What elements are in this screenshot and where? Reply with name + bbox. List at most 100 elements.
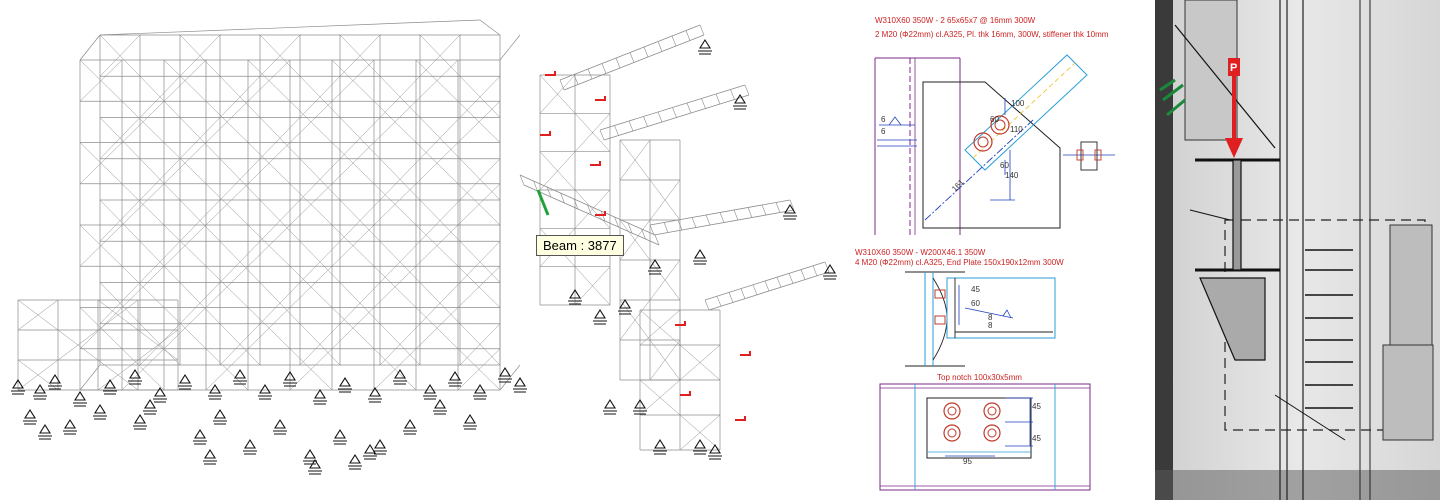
main-frame-front-brace bbox=[163, 224, 207, 267]
dim-60b: 60 bbox=[1000, 161, 1009, 170]
main-frame-back-brace bbox=[339, 34, 381, 77]
left-wing-brace bbox=[97, 359, 139, 391]
pinned-support-icon bbox=[693, 438, 707, 455]
conveyor-2-web bbox=[628, 120, 634, 132]
main-frame-back-brace bbox=[299, 241, 341, 283]
conveyor-2-web bbox=[715, 93, 721, 105]
sketch-photo-drawing: P bbox=[1155, 0, 1440, 500]
conveyor-4-web bbox=[704, 299, 710, 311]
main-frame-back-brace bbox=[459, 158, 501, 201]
conveyor-link-web bbox=[654, 234, 660, 246]
conveyor-3-web bbox=[691, 217, 697, 228]
top-notch-detail: 45 45 95 bbox=[879, 383, 1091, 491]
main-frame-front-brace bbox=[121, 183, 165, 226]
pinned-support-icon bbox=[823, 263, 837, 280]
connection1-spec-line1: W310X60 350W - 2 65x65x7 @ 16mm 300W bbox=[875, 16, 1036, 25]
main-frame-front-brace bbox=[205, 101, 249, 143]
tower-c-brace bbox=[679, 414, 721, 451]
pinned-support-icon bbox=[133, 413, 147, 430]
main-frame-front-brace bbox=[457, 101, 501, 143]
pinned-support-icon bbox=[423, 383, 437, 400]
main-frame-back-brace bbox=[99, 117, 141, 159]
conveyor-2-web bbox=[686, 102, 692, 114]
release-marker-icon bbox=[595, 211, 606, 216]
pinned-support-icon bbox=[783, 203, 797, 220]
connection-drawings: W310X60 350W - 2 65x65x7 @ 16mm 300W 2 M… bbox=[855, 16, 1115, 491]
pinned-support-icon bbox=[433, 398, 447, 415]
pinned-support-icon bbox=[603, 398, 617, 415]
conveyor-link-web bbox=[614, 216, 619, 228]
conveyor-4-web bbox=[764, 280, 770, 292]
main-frame-back-brace bbox=[339, 117, 381, 159]
main-frame-back-brace bbox=[139, 158, 181, 201]
main-frame-back-brace bbox=[219, 76, 261, 118]
pinned-support-icon bbox=[348, 453, 362, 470]
end-plate-connection-detail: 45 60 8 8 bbox=[905, 271, 1056, 367]
conveyor-3-web bbox=[747, 207, 753, 218]
main-frame-front-brace bbox=[289, 101, 333, 143]
conveyor-1-web bbox=[629, 52, 635, 63]
main-frame-back-brace bbox=[299, 158, 341, 201]
pinned-support-icon bbox=[153, 386, 167, 403]
pinned-support-icon bbox=[38, 423, 52, 440]
conveyor-3-web bbox=[677, 219, 683, 231]
tower-a-brace bbox=[574, 113, 611, 152]
conveyor-1-web bbox=[671, 35, 677, 47]
pinned-support-icon bbox=[193, 428, 207, 445]
load-label: P bbox=[1230, 62, 1237, 74]
pinned-support-icon bbox=[273, 418, 287, 435]
main-frame-back-brace bbox=[219, 158, 261, 201]
conveyor-1-web bbox=[685, 30, 691, 41]
main-frame-front-brace bbox=[247, 142, 291, 184]
pinned-support-icon bbox=[363, 443, 377, 460]
conveyor-1-web bbox=[643, 46, 649, 58]
release-marker-icon bbox=[595, 96, 606, 101]
release-marker-icon bbox=[680, 391, 691, 396]
main-frame-back-brace bbox=[99, 282, 141, 324]
pinned-support-icon bbox=[11, 378, 25, 395]
pinned-support-icon bbox=[93, 403, 107, 420]
main-frame-front-brace bbox=[247, 224, 291, 267]
conveyor-4-web bbox=[788, 273, 794, 284]
pinned-support-icon bbox=[373, 438, 387, 455]
conveyor-2-web bbox=[614, 125, 619, 136]
conveyor-4-web bbox=[824, 261, 830, 273]
left-wing-brace bbox=[17, 359, 59, 391]
structural-model-view[interactable]: Beam : 3877 bbox=[0, 0, 855, 500]
pinned-support-icon bbox=[708, 443, 722, 460]
conveyor-4-web bbox=[728, 292, 734, 303]
pinned-support-icon bbox=[568, 288, 582, 305]
main-frame-back-brace bbox=[179, 282, 221, 324]
main-frame-front-brace bbox=[121, 266, 165, 308]
release-marker-icon bbox=[545, 71, 556, 76]
wireframe-model[interactable] bbox=[0, 0, 855, 500]
main-frame-front-brace bbox=[247, 59, 291, 102]
pinned-support-icon bbox=[593, 308, 607, 325]
pinned-support-icon bbox=[513, 376, 527, 393]
main-frame-back-brace bbox=[459, 76, 501, 118]
main-frame-back-brace bbox=[219, 241, 261, 283]
tower-b-brace bbox=[619, 219, 651, 261]
pinned-support-icon bbox=[143, 398, 157, 415]
main-frame-front-brace bbox=[289, 183, 333, 226]
pinned-support-icon bbox=[498, 366, 512, 383]
conveyor-link-web bbox=[519, 174, 525, 186]
main-frame-front-brace bbox=[163, 142, 207, 184]
main-frame-back-brace bbox=[419, 117, 461, 159]
conveyor-1-web bbox=[699, 24, 705, 36]
conveyor-link-web bbox=[533, 180, 538, 192]
main-frame-back-brace bbox=[179, 199, 221, 242]
main-frame-back-brace bbox=[379, 323, 421, 366]
conveyor-2-web bbox=[643, 116, 648, 127]
conveyor-3-web bbox=[733, 209, 739, 221]
conveyor-2-web bbox=[672, 107, 677, 118]
main-frame-back-brace bbox=[459, 241, 501, 283]
main-frame-front-brace bbox=[373, 183, 417, 226]
main-frame-front-brace bbox=[79, 307, 123, 349]
conveyor-3-web bbox=[705, 214, 711, 226]
main-frame-front-brace bbox=[331, 224, 375, 267]
pinned-support-icon bbox=[208, 383, 222, 400]
main-frame-back-brace bbox=[219, 323, 261, 366]
main-frame-back-brace bbox=[339, 199, 381, 242]
pinned-support-icon bbox=[653, 438, 667, 455]
